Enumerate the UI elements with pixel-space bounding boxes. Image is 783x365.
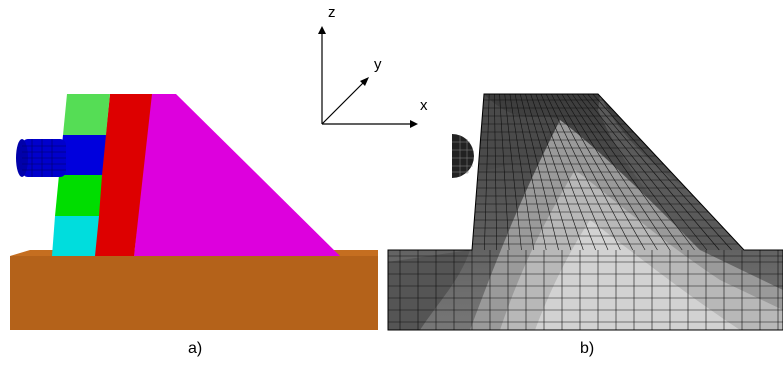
red-layer	[93, 94, 152, 256]
mesh-line	[535, 94, 596, 251]
axis-label-y: y	[374, 56, 382, 73]
block-cyan	[52, 216, 99, 256]
foundation-block	[10, 256, 378, 330]
mesh-outline	[387, 93, 783, 331]
mesh-line	[545, 94, 621, 251]
axis-label-x: x	[420, 97, 428, 114]
block-green	[55, 175, 102, 216]
mesh-line	[587, 94, 720, 251]
mesh-line	[551, 94, 633, 251]
block-blue	[59, 135, 106, 175]
mesh-line	[566, 94, 671, 251]
loading-plate	[16, 139, 66, 177]
mesh-line	[582, 94, 708, 251]
axis-label-z: z	[328, 4, 336, 21]
mesh-line	[592, 94, 732, 251]
block-green-light	[63, 94, 110, 135]
panel-a-caption: a)	[188, 340, 203, 357]
mesh-loading-plate	[452, 134, 474, 178]
mesh-line	[514, 94, 547, 251]
mesh-line	[530, 94, 584, 251]
mesh-line	[577, 94, 695, 251]
mesh-line	[499, 94, 510, 251]
mesh-line	[504, 94, 522, 251]
mesh-line	[519, 94, 559, 251]
mesh-line	[525, 94, 572, 251]
mesh-line	[561, 94, 658, 251]
mesh-line	[484, 94, 490, 251]
coordinate-axes	[318, 26, 418, 128]
mesh-line	[494, 94, 498, 251]
magenta-body	[134, 94, 340, 256]
mesh-line	[571, 94, 683, 251]
panel-b-mesh	[387, 93, 783, 331]
panel-b-caption: b)	[580, 340, 595, 357]
mesh-line	[556, 94, 646, 251]
panel-a-model	[10, 94, 378, 330]
mesh-line	[509, 94, 535, 251]
mesh-line	[540, 94, 609, 251]
